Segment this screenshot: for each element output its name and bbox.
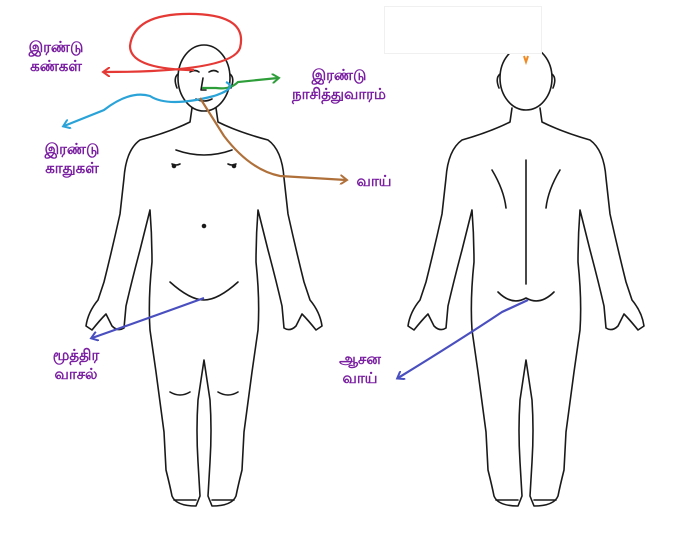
label-eyes-line2: கண்கள்: [6, 57, 106, 76]
label-nostrils-line2: நாசித்துவாரம்: [270, 85, 408, 104]
label-urethra: மூத்திர வாசல்: [28, 346, 124, 384]
label-anus-line1: ஆசன: [322, 350, 398, 369]
label-mouth: வாய்: [344, 172, 404, 191]
label-anus-line2: வாய்: [322, 369, 398, 388]
label-urethra-line1: மூத்திர: [28, 346, 124, 365]
anus-arrow: [398, 300, 528, 378]
label-ears-line2: காதுகள்: [22, 159, 122, 178]
label-mouth-line1: வாய்: [344, 172, 404, 191]
label-ears-line1: இரண்டு: [22, 140, 122, 159]
label-ears: இரண்டு காதுகள்: [22, 140, 122, 178]
label-eyes-line1: இரண்டு: [6, 38, 106, 57]
label-eyes: இரண்டு கண்கள்: [6, 38, 106, 76]
label-nostrils: இரண்டு நாசித்துவாரம்: [270, 66, 408, 104]
back-head: [500, 46, 552, 110]
front-body-figure: [86, 45, 322, 506]
label-urethra-line2: வாசல்: [28, 365, 124, 384]
nostrils-arrow: [202, 78, 278, 88]
blank-overlay-box: [384, 6, 542, 54]
eyes-arrow: [104, 14, 241, 72]
label-anus: ஆசன வாய்: [322, 350, 398, 388]
mouth-arrow: [200, 98, 346, 180]
label-nostrils-line1: இரண்டு: [270, 66, 408, 85]
back-body-figure: [408, 46, 644, 506]
crown-mark: [524, 56, 528, 62]
